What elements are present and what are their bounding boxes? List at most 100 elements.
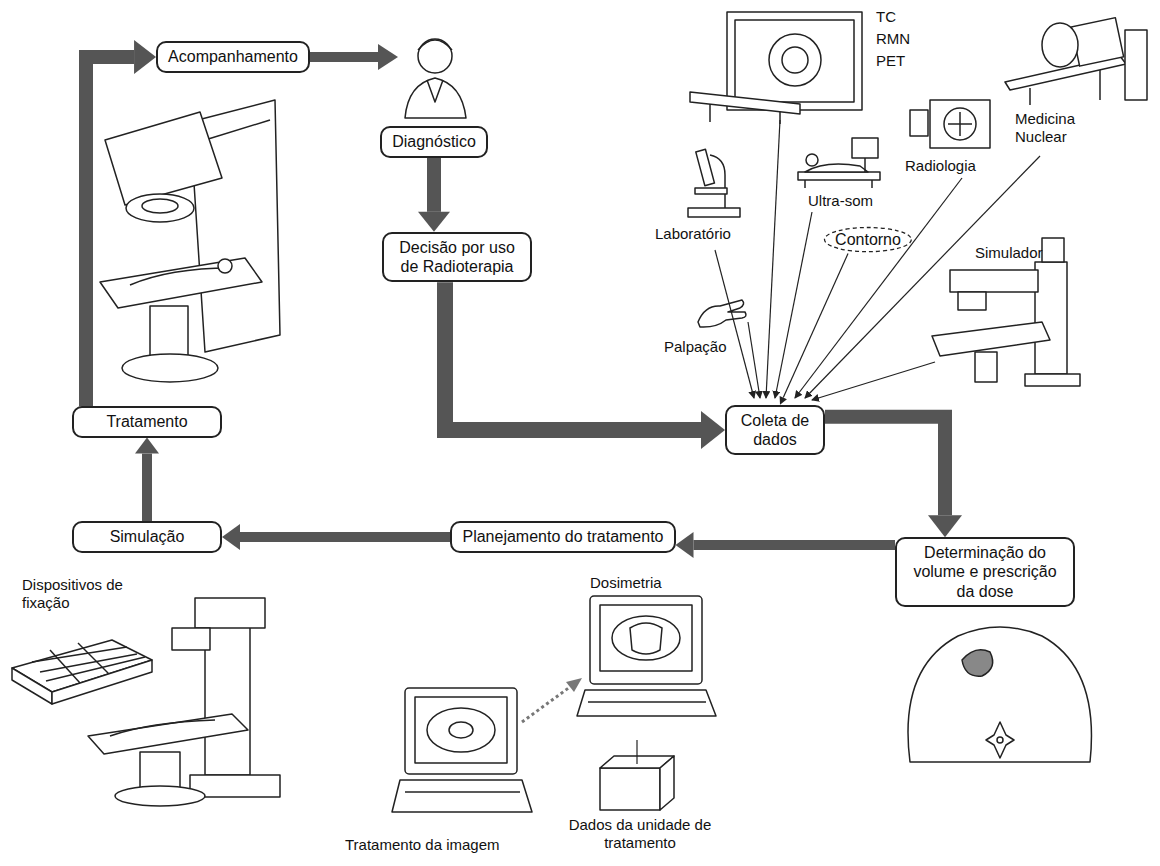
process-box: Coleta de dados (725, 405, 825, 455)
drawing-part (12, 12, 1147, 812)
drawing-part (958, 292, 986, 310)
drawing-part (944, 108, 976, 140)
drawing-part (600, 605, 692, 671)
arrow-shaft (86, 57, 134, 406)
part-label: Dosimetria (590, 574, 662, 592)
drawing-part (32, 647, 127, 662)
process-box: Planejamento do tratamento (450, 521, 675, 552)
ellipse-outline (825, 228, 912, 252)
drawing-part (195, 598, 265, 628)
process-box: Simulação (72, 521, 222, 552)
part-label: Simulador (975, 244, 1043, 262)
arrow-head (701, 411, 725, 449)
ct-scanner (690, 12, 862, 124)
flow-arrow (676, 532, 896, 558)
node-text: Tratamento (84, 412, 210, 431)
arrow-head (928, 515, 962, 537)
drawing-part (766, 120, 780, 398)
drawing-part (769, 34, 821, 86)
part-label: Medicina Nuclear (1015, 110, 1105, 146)
process-box: Tratamento (72, 406, 222, 437)
arrow-head (676, 532, 694, 558)
drawing-part (378, 44, 398, 70)
computer-workstation (577, 596, 716, 716)
drawing-part (709, 104, 711, 122)
drawing-part (852, 138, 878, 158)
drawing-part (630, 623, 662, 654)
node-text: Acompanhamento (168, 47, 298, 66)
drawing-part (932, 322, 1050, 356)
drawing-part (1071, 18, 1123, 66)
drawing-part (522, 684, 574, 722)
drawing-part (986, 722, 1014, 758)
drawing-part (806, 154, 818, 166)
drawing-part (600, 768, 660, 810)
drawing-part (392, 780, 532, 812)
drawing-part (105, 112, 222, 205)
dotted-arrow (522, 678, 582, 722)
process-box: Diagnóstico (380, 126, 488, 157)
drawing-part (1035, 262, 1067, 374)
drawing-part (688, 208, 740, 217)
part-label: RMN (876, 30, 910, 48)
flow-arrow (445, 282, 725, 449)
drawing-part (795, 178, 962, 398)
drawing-part (405, 78, 466, 118)
arrow-shaft (694, 540, 896, 550)
part-label: Tratamento da imagem (345, 836, 500, 854)
drawing-part (142, 199, 178, 213)
drawing-part (636, 740, 637, 764)
flow-arrow (135, 438, 159, 522)
drawing-part (52, 660, 152, 704)
drawing-part (748, 322, 760, 398)
data-box (600, 740, 674, 810)
dashed-ellipse: Contorno (823, 226, 913, 253)
drawing-part (782, 47, 808, 73)
drawing-part (1042, 23, 1078, 67)
drawing-part (997, 737, 1003, 743)
flow-arrow (302, 44, 398, 70)
nuclear-medicine-camera (1005, 18, 1147, 105)
part-label: Ultra-som (808, 192, 873, 210)
drawing-part (110, 720, 215, 736)
drawing-part (302, 52, 378, 62)
drawing-part (100, 258, 262, 308)
drawing-part (950, 270, 1038, 292)
process-box: Determinação do volume e prescrição da d… (895, 537, 1075, 607)
part-label: Laboratório (655, 225, 731, 243)
drawing-part (804, 180, 806, 188)
part-label: Palpação (664, 338, 727, 356)
part-label: TC (876, 8, 896, 26)
fixation-device (12, 640, 152, 704)
drawing-part (588, 701, 706, 703)
drawing-part (959, 112, 961, 136)
drawing-part (415, 697, 507, 763)
part-label: Radiologia (905, 157, 976, 175)
simulator-machine (88, 598, 280, 806)
drawing-part (690, 92, 800, 114)
drawing-part (930, 100, 990, 148)
part-label: Dados da unidade de tratamento (550, 816, 730, 852)
drawing-part (698, 300, 746, 327)
drawing-part (218, 259, 232, 273)
drawing-part (1025, 374, 1080, 386)
process-box: Decisão por uso de Radioterapia (382, 232, 532, 282)
drawing-part (798, 172, 880, 180)
drawing-part (590, 596, 702, 684)
node-text: Decisão por uso de Radioterapia (394, 238, 520, 276)
arrow-shaft (427, 158, 441, 212)
drawing-part (427, 80, 443, 102)
drawing-part (908, 627, 1091, 762)
drawing-part (975, 352, 997, 382)
flow-arrow (86, 40, 156, 406)
flow-arrow (825, 417, 962, 537)
drawing-part (612, 616, 680, 660)
drawing-part (405, 688, 517, 774)
drawing-part (1099, 70, 1101, 100)
palpation-hand (698, 300, 746, 327)
arrow-shaft (240, 532, 450, 542)
drawing-part (1125, 30, 1147, 100)
patient-figure (405, 39, 466, 118)
drawing-part (660, 756, 674, 810)
